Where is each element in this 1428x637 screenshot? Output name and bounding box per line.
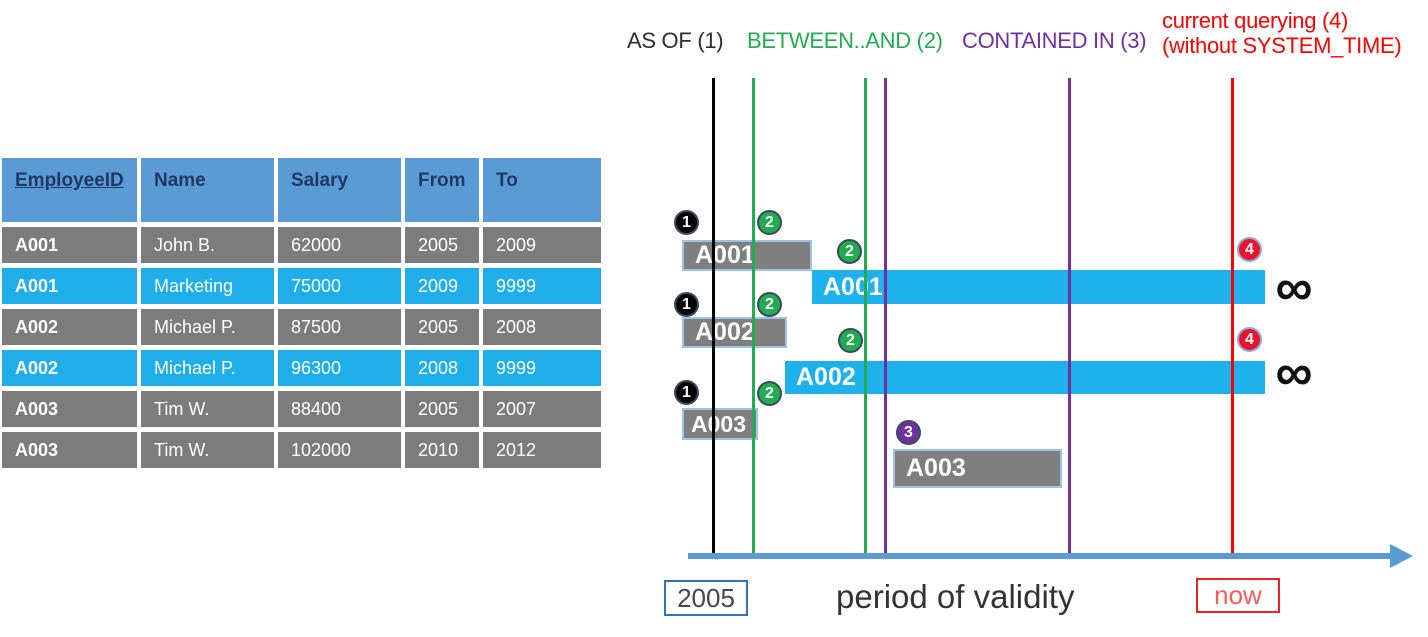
- as-of-line: [712, 78, 715, 556]
- cell-name: Michael P.: [141, 350, 274, 386]
- cell-to: 9999: [483, 268, 601, 304]
- table-row: A003 Tim W. 102000 2010 2012: [2, 432, 601, 468]
- table-row: A002 Michael P. 96300 2008 9999: [2, 350, 601, 386]
- cell-name: John B.: [141, 227, 274, 263]
- header-from: From: [405, 158, 479, 222]
- badge-current: 4: [1237, 237, 1262, 262]
- timeline-start-label: 2005: [677, 582, 735, 613]
- legend-current-line2: (without SYSTEM_TIME): [1162, 33, 1402, 58]
- legend-contained-in: CONTAINED IN (3): [962, 28, 1147, 53]
- legend-current-querying: current querying (4) (without SYSTEM_TIM…: [1162, 8, 1402, 58]
- header-to: To: [483, 158, 601, 222]
- badge-between: 2: [838, 328, 863, 353]
- cell-to: 2007: [483, 391, 601, 427]
- timeline-now-label: now: [1214, 580, 1262, 610]
- cell-to: 2009: [483, 227, 601, 263]
- badge-between: 2: [837, 239, 862, 264]
- header-name: Name: [141, 158, 274, 222]
- badge-between: 2: [757, 381, 782, 406]
- table-row: A001 Marketing 75000 2009 9999: [2, 268, 601, 304]
- table-row: A002 Michael P. 87500 2005 2008: [2, 309, 601, 345]
- cell-name: Marketing: [141, 268, 274, 304]
- bar-a002-version1: A002: [682, 317, 787, 348]
- bar-a003-version1: A003: [682, 408, 758, 440]
- cell-to: 2008: [483, 309, 601, 345]
- legend-current-line1: current querying (4): [1162, 8, 1348, 33]
- cell-employeeid: A001: [2, 268, 137, 304]
- cell-name: Michael P.: [141, 309, 274, 345]
- timeline-axis: [688, 553, 1393, 559]
- bar-a001-current: A001: [812, 270, 1265, 304]
- cell-salary: 88400: [278, 391, 401, 427]
- contained-end-line: [1068, 78, 1071, 556]
- header-salary: Salary: [278, 158, 401, 222]
- cell-from: 2009: [405, 268, 479, 304]
- cell-name: Tim W.: [141, 432, 274, 468]
- legend-between-and: BETWEEN..AND (2): [747, 28, 943, 53]
- contained-start-line: [884, 78, 887, 556]
- now-line: [1231, 78, 1234, 556]
- cell-salary: 87500: [278, 309, 401, 345]
- bar-a003-version2: A003: [893, 449, 1062, 488]
- badge-between: 2: [757, 292, 782, 317]
- header-employeeid: EmployeeID: [2, 158, 137, 222]
- cell-name: Tim W.: [141, 391, 274, 427]
- table-row: A003 Tim W. 88400 2005 2007: [2, 391, 601, 427]
- employee-table: EmployeeID Name Salary From To A001 John…: [2, 158, 601, 468]
- cell-salary: 62000: [278, 227, 401, 263]
- timeline-start-box: 2005: [664, 580, 748, 616]
- badge-as-of: 1: [674, 210, 699, 235]
- cell-from: 2005: [405, 391, 479, 427]
- badge-contained: 3: [896, 420, 921, 445]
- axis-title: period of validity: [836, 578, 1075, 615]
- cell-salary: 102000: [278, 432, 401, 468]
- badge-between: 2: [757, 210, 782, 235]
- badge-current: 4: [1237, 327, 1262, 352]
- cell-from: 2005: [405, 309, 479, 345]
- badge-as-of: 1: [674, 292, 699, 317]
- timeline-now-box: now: [1196, 578, 1280, 613]
- cell-employeeid: A001: [2, 227, 137, 263]
- bar-a002-current: A002: [785, 361, 1265, 394]
- bar-a001-version1: A001: [682, 240, 812, 271]
- cell-salary: 75000: [278, 268, 401, 304]
- legend-as-of: AS OF (1): [627, 28, 724, 53]
- cell-employeeid: A003: [2, 391, 137, 427]
- cell-to: 9999: [483, 350, 601, 386]
- cell-employeeid: A002: [2, 309, 137, 345]
- table-row: A001 John B. 62000 2005 2009: [2, 227, 601, 263]
- table-header-row: EmployeeID Name Salary From To: [2, 158, 601, 222]
- cell-salary: 96300: [278, 350, 401, 386]
- cell-employeeid: A002: [2, 350, 137, 386]
- between-start-line: [752, 78, 755, 556]
- infinity-icon: ∞: [1275, 259, 1313, 317]
- cell-to: 2012: [483, 432, 601, 468]
- badge-as-of: 1: [674, 380, 699, 405]
- infinity-icon: ∞: [1275, 344, 1313, 402]
- between-end-line: [864, 78, 867, 556]
- timeline-arrow-icon: [1390, 544, 1413, 568]
- cell-from: 2005: [405, 227, 479, 263]
- cell-from: 2010: [405, 432, 479, 468]
- cell-from: 2008: [405, 350, 479, 386]
- cell-employeeid: A003: [2, 432, 137, 468]
